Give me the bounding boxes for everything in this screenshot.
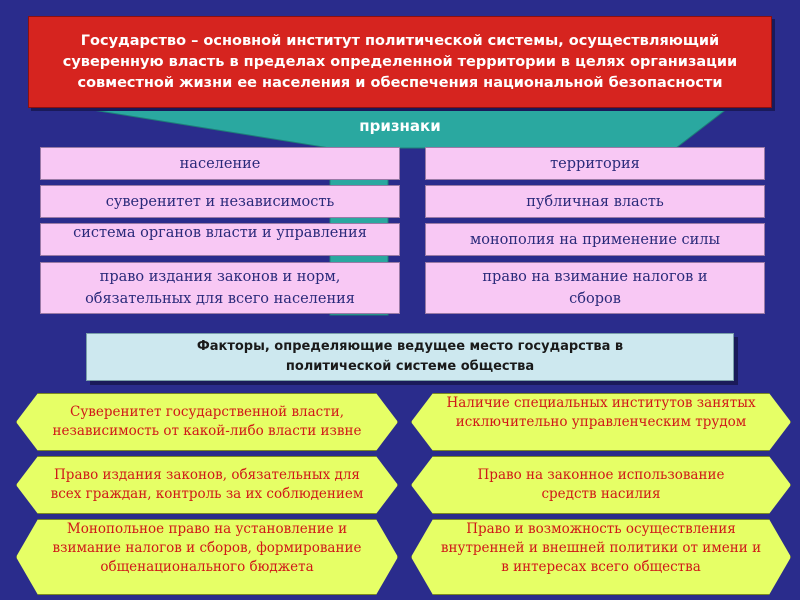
sign-left-1: население bbox=[40, 147, 400, 180]
sign-left-3: система органов власти и управления bbox=[40, 223, 400, 256]
sign-right-2: публичная власть bbox=[425, 185, 765, 218]
factor-right-2: Право на законное использование средств … bbox=[411, 456, 791, 514]
factors-header: Факторы, определяющие ведущее место госу… bbox=[86, 333, 734, 381]
factor-left-2: Право издания законов, обязательных для … bbox=[16, 456, 398, 514]
factor-left-1: Суверенитет государственной власти, неза… bbox=[16, 393, 398, 451]
sign-left-2: суверенитет и независимость bbox=[40, 185, 400, 218]
factor-right-3: Право и возможность осуществления внутре… bbox=[411, 519, 791, 595]
sign-right-4: право на взимание налогов и сборов bbox=[425, 262, 765, 314]
signs-header: признаки bbox=[359, 117, 441, 135]
sign-right-3: монополия на применение силы bbox=[425, 223, 765, 256]
sign-right-1: территория bbox=[425, 147, 765, 180]
definition-text: Государство – основной институт политиче… bbox=[62, 32, 738, 91]
factor-left-3: Монопольное право на установление и взим… bbox=[16, 519, 398, 595]
factor-right-1: Наличие специальных институтов занятых и… bbox=[411, 393, 791, 451]
sign-left-4: право издания законов и норм, обязательн… bbox=[40, 262, 400, 314]
definition-box: Государство – основной институт политиче… bbox=[28, 16, 772, 108]
